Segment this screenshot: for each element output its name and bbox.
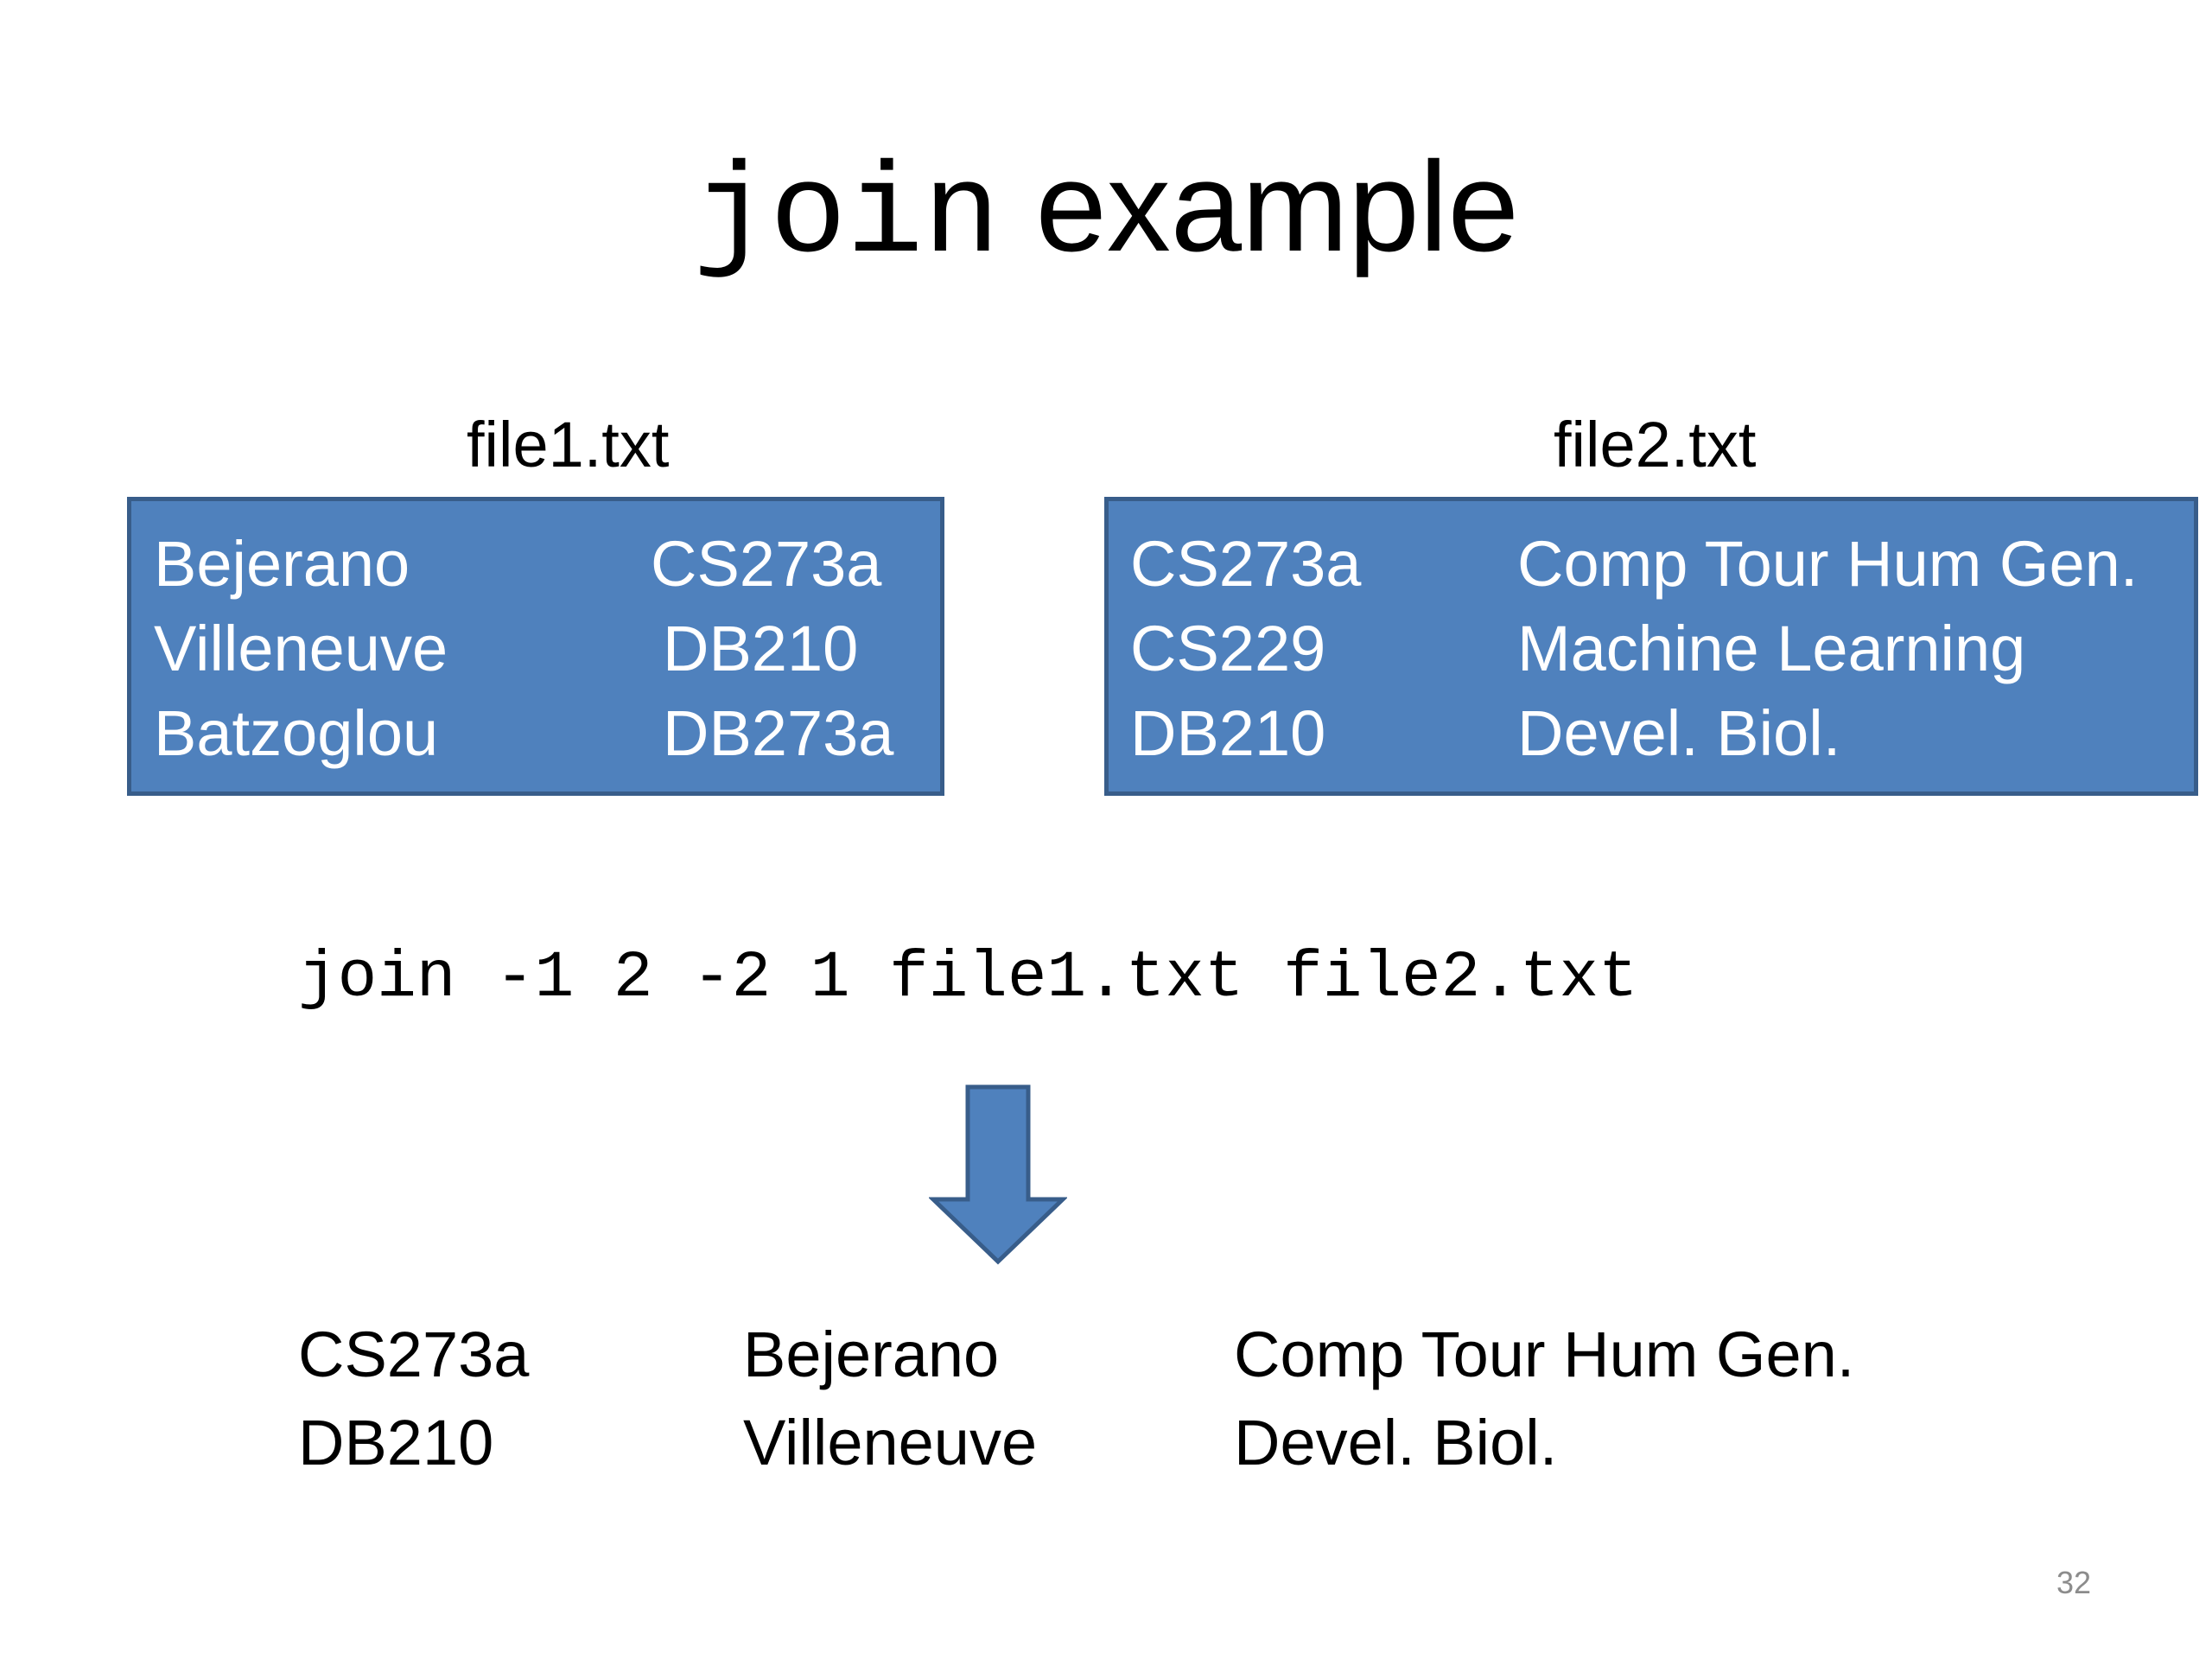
result-col2-row: Bejerano <box>743 1319 1000 1390</box>
title-rest: example <box>1000 136 1519 278</box>
file1-col2-row: CS273a <box>651 528 882 600</box>
file2-col2-row: Comp Tour Hum Gen. <box>1517 528 2139 600</box>
result-col2: Bejerano Villeneuve <box>743 1311 1037 1487</box>
file1-col2-row: DB210 <box>663 613 859 684</box>
file1-col1-row: Villeneuve <box>154 613 448 684</box>
join-command: join -1 2 -2 1 file1.txt file2.txt <box>298 941 1638 1015</box>
file1-col1-row: Bejerano <box>154 528 410 600</box>
title-code: join <box>693 145 1001 289</box>
file1-label: file1.txt <box>467 409 670 480</box>
slide-title: join example <box>0 130 2212 296</box>
result-col3-row: Devel. Biol. <box>1234 1407 1558 1478</box>
file2-col1: CS273a CS229 DB210 <box>1130 522 1361 776</box>
file2-col1-row: CS229 <box>1130 613 1326 684</box>
file1-box <box>127 497 944 796</box>
result-col1-row: DB210 <box>298 1407 494 1478</box>
result-col3-row: Comp Tour Hum Gen. <box>1234 1319 1855 1390</box>
result-col1-row: CS273a <box>298 1319 530 1390</box>
file1-col1-row: Batzoglou <box>154 697 439 769</box>
file1-col2: CS273a DB210 DB273a <box>651 522 893 776</box>
file1-col2-row: DB273a <box>663 697 894 769</box>
result-col1: CS273a DB210 <box>298 1311 529 1487</box>
file2-col1-row: DB210 <box>1130 697 1326 769</box>
file2-col2: Comp Tour Hum Gen. Machine Learning Deve… <box>1517 522 2138 776</box>
file2-col2-row: Devel. Biol. <box>1517 697 1841 769</box>
page-number: 32 <box>2056 1565 2091 1600</box>
result-col3: Comp Tour Hum Gen. Devel. Biol. <box>1234 1311 1854 1487</box>
arrow-down-icon <box>929 1084 1067 1265</box>
result-col2-row: Villeneuve <box>743 1407 1038 1478</box>
file1-col1: Bejerano Villeneuve Batzoglou <box>154 522 448 776</box>
file2-box <box>1104 497 2198 796</box>
file2-col2-row: Machine Learning <box>1517 613 2026 684</box>
file2-col1-row: CS273a <box>1130 528 1362 600</box>
file2-label: file2.txt <box>1554 409 1757 480</box>
